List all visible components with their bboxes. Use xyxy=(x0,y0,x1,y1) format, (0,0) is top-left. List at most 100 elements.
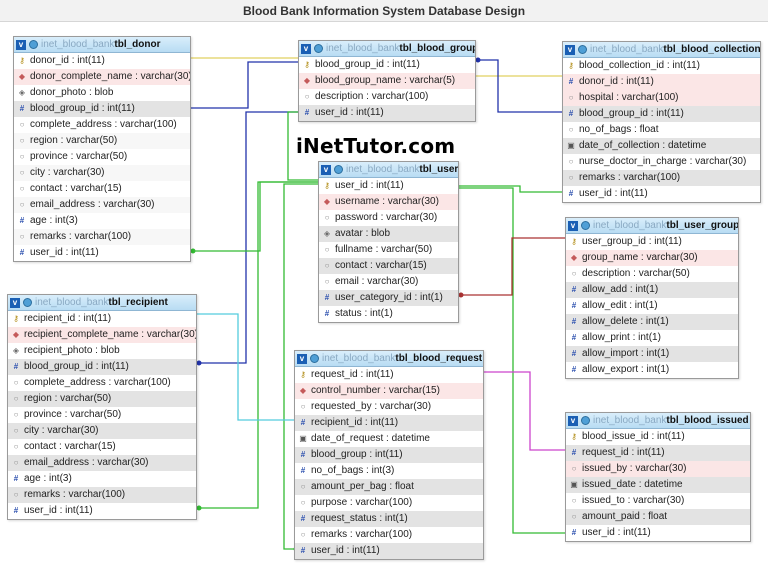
collapse-toggle-icon[interactable]: v xyxy=(297,353,307,364)
table-column-row[interactable]: ○email_address : varchar(30) xyxy=(8,455,196,471)
table-column-row[interactable]: #user_id : int(11) xyxy=(295,543,483,559)
table-column-row[interactable]: ○issued_by : varchar(30) xyxy=(566,461,750,477)
collapse-toggle-icon[interactable]: v xyxy=(16,39,26,50)
table-column-row[interactable]: ⚷user_group_id : int(11) xyxy=(566,234,738,250)
collapse-toggle-icon[interactable]: v xyxy=(321,164,331,175)
table-column-row[interactable]: ○amount_paid : float xyxy=(566,509,750,525)
table-column-row[interactable]: #blood_group_id : int(11) xyxy=(8,359,196,375)
table-column-row[interactable]: ◈donor_photo : blob xyxy=(14,85,190,101)
table-column-row[interactable]: ○nurse_doctor_in_charge : varchar(30) xyxy=(563,154,760,170)
table-column-row[interactable]: ▣issued_date : datetime xyxy=(566,477,750,493)
table-column-row[interactable]: ○issued_to : varchar(30) xyxy=(566,493,750,509)
table-column-row[interactable]: ○city : varchar(30) xyxy=(8,423,196,439)
collapse-toggle-icon[interactable]: v xyxy=(568,220,578,231)
collapse-toggle-icon[interactable]: v xyxy=(301,43,311,54)
table-column-row[interactable]: ○complete_address : varchar(100) xyxy=(14,117,190,133)
table-column-row[interactable]: ○contact : varchar(15) xyxy=(8,439,196,455)
collapse-toggle-icon[interactable]: v xyxy=(10,297,20,308)
table-column-row[interactable]: ○description : varchar(50) xyxy=(566,266,738,282)
table-column-row[interactable]: #age : int(3) xyxy=(14,213,190,229)
table-column-row[interactable]: ◈recipient_photo : blob xyxy=(8,343,196,359)
table-column-row[interactable]: #user_category_id : int(1) xyxy=(319,290,458,306)
table-column-row[interactable]: #user_id : int(11) xyxy=(566,525,750,541)
table-column-row[interactable]: ◆control_number : varchar(15) xyxy=(295,383,483,399)
table-column-row[interactable]: ○remarks : varchar(100) xyxy=(295,527,483,543)
table-column-row[interactable]: ○hospital : varchar(100) xyxy=(563,90,760,106)
table-column-row[interactable]: ○province : varchar(50) xyxy=(14,149,190,165)
table-column-row[interactable]: ○purpose : varchar(100) xyxy=(295,495,483,511)
table-column-row[interactable]: #user_id : int(11) xyxy=(8,503,196,519)
table-column-row[interactable]: #blood_group_id : int(11) xyxy=(563,106,760,122)
table-column-row[interactable]: #user_id : int(11) xyxy=(14,245,190,261)
table-column-row[interactable]: ○remarks : varchar(100) xyxy=(8,487,196,503)
table-column-row[interactable]: ○region : varchar(50) xyxy=(14,133,190,149)
table-column-row[interactable]: ○email_address : varchar(30) xyxy=(14,197,190,213)
table-column-row[interactable]: #request_status : int(1) xyxy=(295,511,483,527)
table-column-row[interactable]: ○city : varchar(30) xyxy=(14,165,190,181)
table-column-row[interactable]: #user_id : int(11) xyxy=(563,186,760,202)
table-column-row[interactable]: ○requested_by : varchar(30) xyxy=(295,399,483,415)
table-column-row[interactable]: ○email : varchar(30) xyxy=(319,274,458,290)
table-column-row[interactable]: ⚷donor_id : int(11) xyxy=(14,53,190,69)
table-column-row[interactable]: ⚷blood_collection_id : int(11) xyxy=(563,58,760,74)
table-column-row[interactable]: ○description : varchar(100) xyxy=(299,89,475,105)
table-column-row[interactable]: #allow_delete : int(1) xyxy=(566,314,738,330)
table-column-row[interactable]: ⚷user_id : int(11) xyxy=(319,178,458,194)
table-column-row[interactable]: ◈avatar : blob xyxy=(319,226,458,242)
table-column-row[interactable]: ○remarks : varchar(100) xyxy=(14,229,190,245)
table-column-row[interactable]: ▣date_of_collection : datetime xyxy=(563,138,760,154)
table-column-row[interactable]: #allow_add : int(1) xyxy=(566,282,738,298)
table-column-row[interactable]: ○no_of_bags : float xyxy=(563,122,760,138)
collapse-toggle-icon[interactable]: v xyxy=(568,415,578,426)
table-column-row[interactable]: #allow_import : int(1) xyxy=(566,346,738,362)
table-column-row[interactable]: ○remarks : varchar(100) xyxy=(563,170,760,186)
table-column-row[interactable]: ▣date_of_request : datetime xyxy=(295,431,483,447)
table-column-row[interactable]: ○password : varchar(30) xyxy=(319,210,458,226)
table-column-row[interactable]: ○complete_address : varchar(100) xyxy=(8,375,196,391)
table-column-row[interactable]: #recipient_id : int(11) xyxy=(295,415,483,431)
table-column-row[interactable]: #request_id : int(11) xyxy=(566,445,750,461)
table-column-row[interactable]: #user_id : int(11) xyxy=(299,105,475,121)
collapse-toggle-icon[interactable]: v xyxy=(565,44,575,55)
table-column-row[interactable]: ◆group_name : varchar(30) xyxy=(566,250,738,266)
table-column-row[interactable]: #blood_group_id : int(11) xyxy=(14,101,190,117)
table-column-row[interactable]: ⚷request_id : int(11) xyxy=(295,367,483,383)
table-column-row[interactable]: ◆blood_group_name : varchar(5) xyxy=(299,73,475,89)
table-column-row[interactable]: #blood_group : int(11) xyxy=(295,447,483,463)
table-column-row[interactable]: ◆recipient_complete_name : varchar(30) xyxy=(8,327,196,343)
table-column-row[interactable]: #allow_export : int(1) xyxy=(566,362,738,378)
table-column-row[interactable]: ⚷blood_issue_id : int(11) xyxy=(566,429,750,445)
table-column-row[interactable]: ◆username : varchar(30) xyxy=(319,194,458,210)
table-column-row[interactable]: #allow_edit : int(1) xyxy=(566,298,738,314)
table-column-row[interactable]: #donor_id : int(11) xyxy=(563,74,760,90)
table-column-row[interactable]: #allow_print : int(1) xyxy=(566,330,738,346)
table-column-row[interactable]: ⚷blood_group_id : int(11) xyxy=(299,57,475,73)
table-column-row[interactable]: ○fullname : varchar(50) xyxy=(319,242,458,258)
table-column-row[interactable]: ○province : varchar(50) xyxy=(8,407,196,423)
table-column-row[interactable]: ○contact : varchar(15) xyxy=(14,181,190,197)
table-column-row[interactable]: ○region : varchar(50) xyxy=(8,391,196,407)
table-column-row[interactable]: #no_of_bags : int(3) xyxy=(295,463,483,479)
table-column-row[interactable]: ○amount_per_bag : float xyxy=(295,479,483,495)
table-column-row[interactable]: ○contact : varchar(15) xyxy=(319,258,458,274)
table-column-row[interactable]: #age : int(3) xyxy=(8,471,196,487)
table-column-row[interactable]: ◆donor_complete_name : varchar(30) xyxy=(14,69,190,85)
table-column-row[interactable]: ⚷recipient_id : int(11) xyxy=(8,311,196,327)
table-column-row[interactable]: #status : int(1) xyxy=(319,306,458,322)
